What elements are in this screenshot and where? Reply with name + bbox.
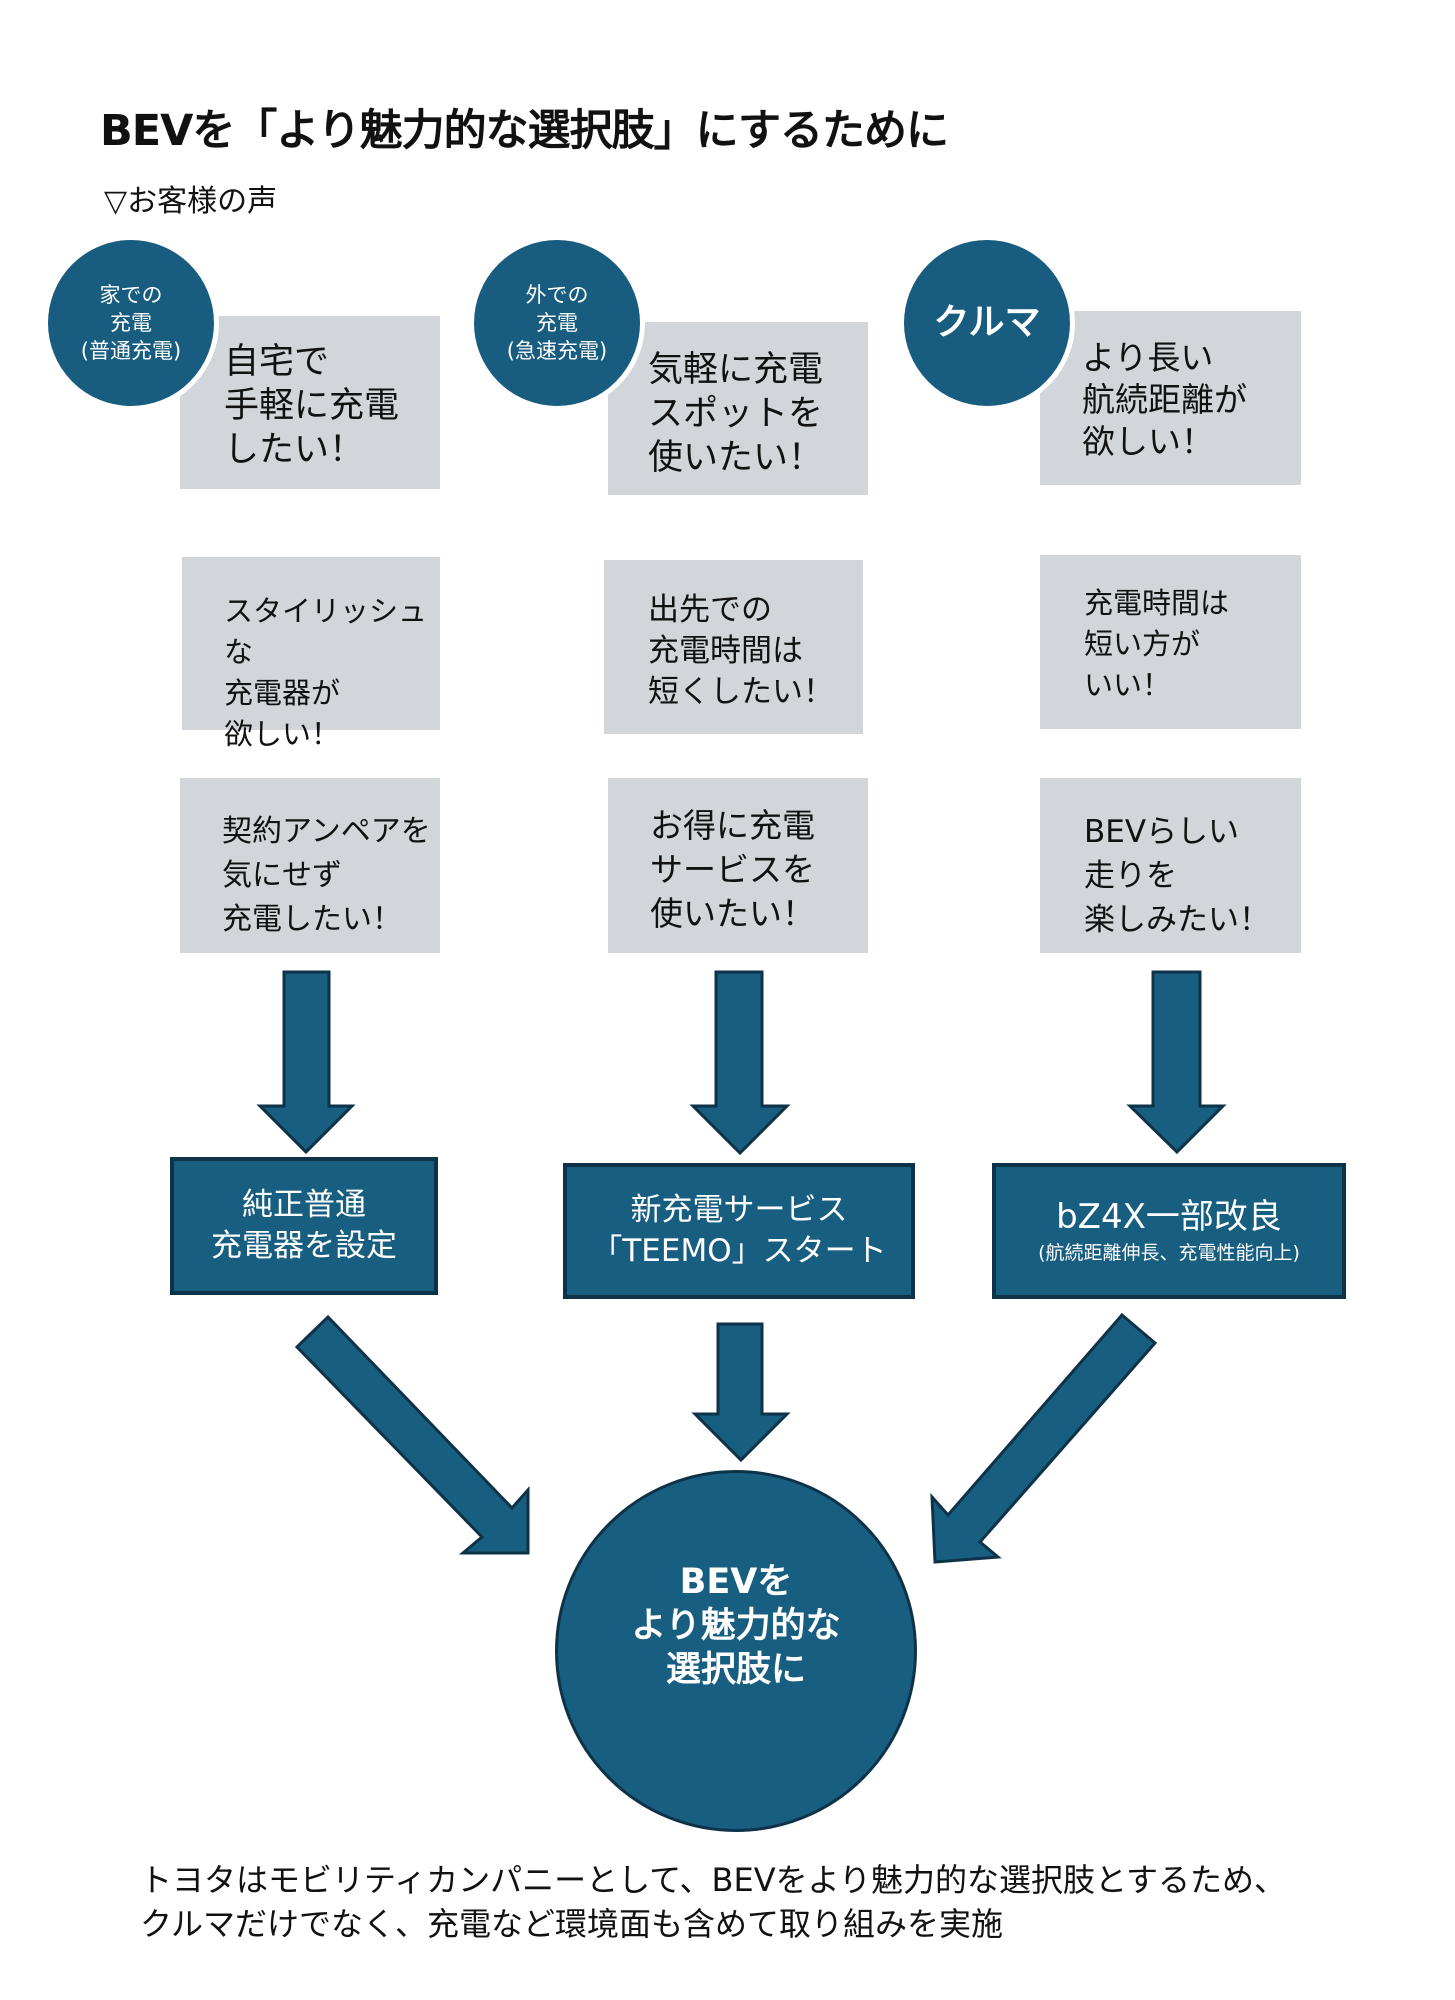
- down-arrow-outside: [689, 970, 791, 1156]
- category-badge-car: クルマ: [899, 235, 1075, 411]
- goal-circle: BEVを より魅力的な 選択肢に: [555, 1470, 917, 1832]
- voice-card-car-3: BEVらしい 走りを 楽しみたい！: [1040, 778, 1301, 953]
- page-title: BEVを「より魅力的な選択肢」にするために: [100, 106, 949, 156]
- diagonal-arrow-right: [930, 1312, 1158, 1564]
- voice-card-outside-2: 出先での 充電時間は 短くしたい！: [604, 560, 863, 734]
- down-arrow-home: [256, 970, 356, 1155]
- voice-card-outside-3: お得に充電 サービスを 使いたい！: [608, 778, 868, 953]
- voice-card-outside-1: 気軽に充電 スポットを 使いたい！: [608, 322, 868, 495]
- result-box-teemo: 新充電サービス 「TEEMO」スタート: [563, 1163, 915, 1299]
- result-title: 純正普通 充電器を設定: [211, 1187, 397, 1264]
- voice-text: 自宅で 手軽に充電 したい！: [224, 342, 400, 470]
- down-arrow-car: [1126, 970, 1227, 1155]
- voice-text: 充電時間は 短い方が いい！: [1084, 586, 1230, 702]
- down-arrow-center: [691, 1322, 791, 1463]
- voice-text: お得に充電 サービスを 使いたい！: [650, 806, 815, 933]
- voice-text: BEVらしい 走りを 楽しみたい！: [1084, 814, 1270, 938]
- result-title: 新充電サービス 「TEEMO」スタート: [591, 1192, 887, 1269]
- voice-card-car-1: より長い 航続距離が 欲しい！: [1040, 311, 1301, 485]
- voice-text: 出先での 充電時間は 短くしたい！: [648, 592, 834, 710]
- category-badge-home-charging: 家での 充電 (普通充電): [43, 235, 219, 411]
- result-title: bZ4X一部改良: [1056, 1196, 1282, 1237]
- voice-card-car-2: 充電時間は 短い方が いい！: [1040, 555, 1301, 729]
- result-box-bz4x: bZ4X一部改良 (航続距離伸長、充電性能向上): [992, 1163, 1346, 1299]
- category-badge-outside-charging: 外での 充電 (急速充電): [469, 235, 645, 411]
- voice-card-home-3: 契約アンペアを 気にせず 充電したい！: [180, 778, 440, 953]
- voice-card-home-1: 自宅で 手軽に充電 したい！: [180, 316, 440, 489]
- voice-text: スタイリッシュな 充電器が 欲しい！: [224, 594, 428, 751]
- footer-description: トヨタはモビリティカンパニーとして、BEVをより魅力的な選択肢とするため、 クル…: [140, 1861, 1286, 1943]
- result-box-home-charger: 純正普通 充電器を設定: [170, 1157, 438, 1295]
- category-label: 家での 充電 (普通充電): [80, 283, 182, 363]
- diagonal-arrow-left: [294, 1314, 530, 1555]
- category-label: クルマ: [933, 302, 1041, 343]
- voice-text: 契約アンペアを 気にせず 充電したい！: [222, 814, 431, 937]
- section-subtitle: ▽お客様の声: [104, 184, 278, 219]
- result-note: (航続距離伸長、充電性能向上): [1038, 1241, 1300, 1264]
- voice-card-home-2: スタイリッシュな 充電器が 欲しい！: [182, 557, 440, 751]
- voice-text: より長い 航続距離が 欲しい！: [1082, 338, 1247, 461]
- voice-text: 気軽に充電 スポットを 使いたい！: [648, 350, 824, 478]
- category-label: 外での 充電 (急速充電): [506, 283, 608, 363]
- goal-label: BEVを より魅力的な 選択肢に: [631, 1562, 841, 1690]
